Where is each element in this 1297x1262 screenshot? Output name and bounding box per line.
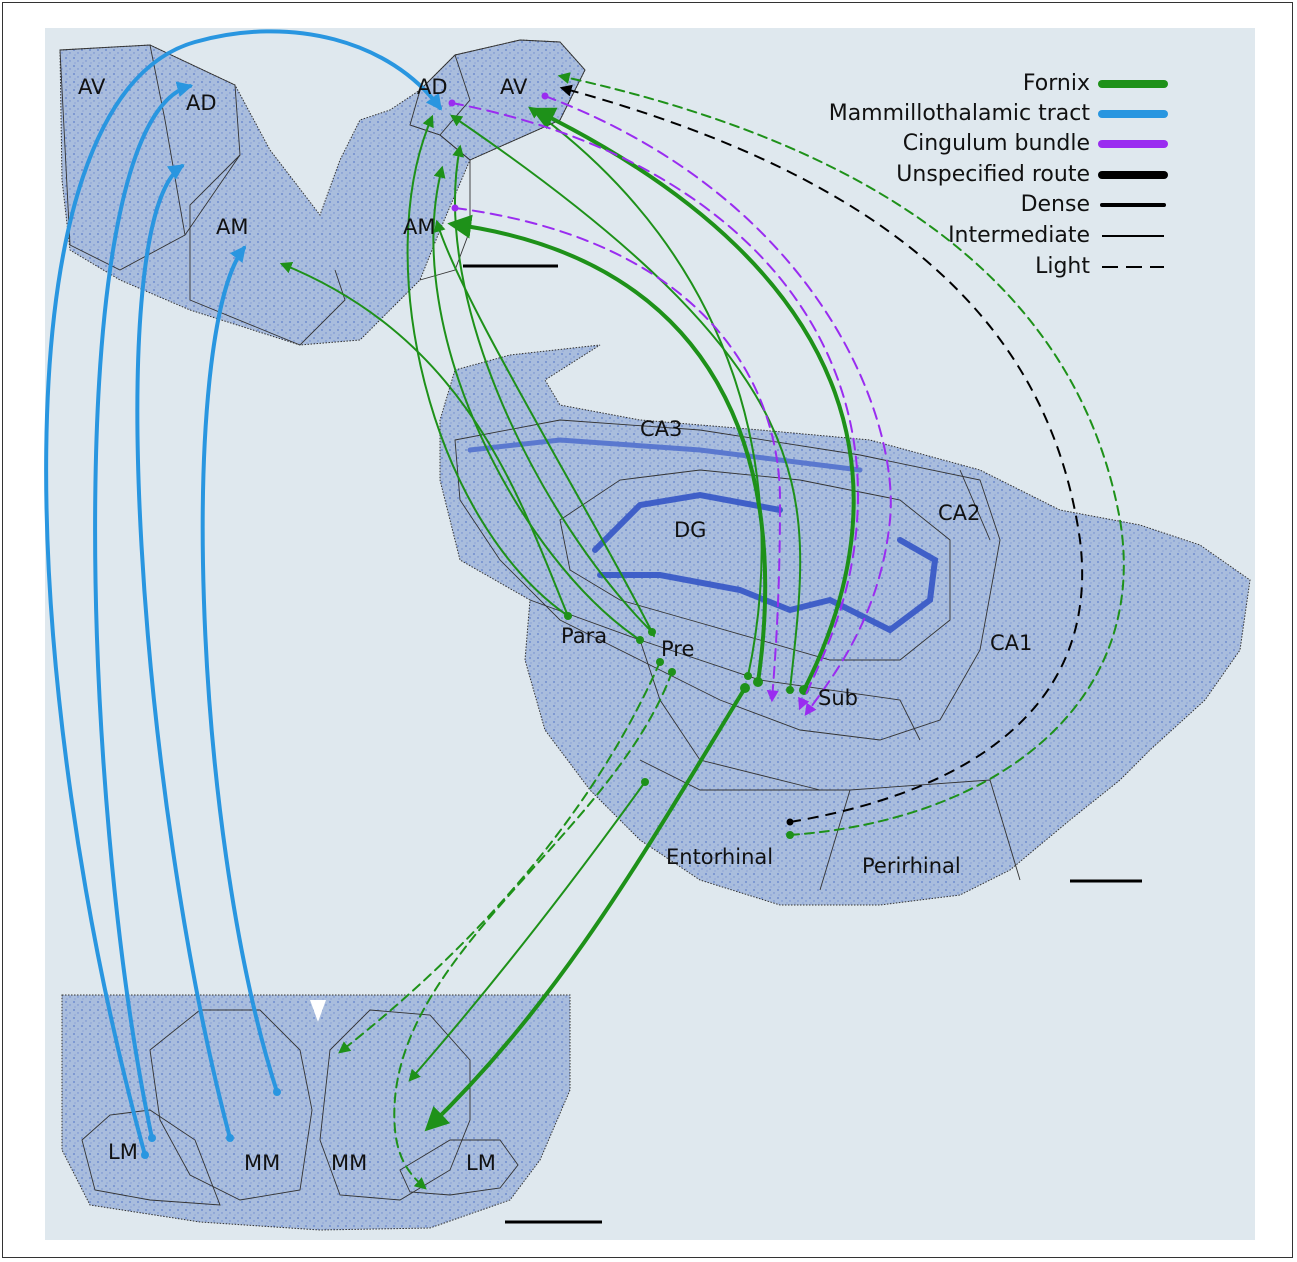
fornix-pre-to-am-right — [432, 165, 641, 641]
fornix-pre-to-av-right — [452, 144, 653, 633]
label-perirhinal: Perirhinal — [862, 854, 961, 878]
cingulum-origin-am — [451, 204, 459, 212]
fornix-entorhinal-to-mm — [408, 781, 646, 1082]
fornix-origin-entorhinal-2 — [786, 831, 794, 839]
legend-unspecified-label: Unspecified route — [896, 162, 1090, 187]
dg-boundary — [559, 469, 951, 661]
mammillothalamic-paths — [44, 29, 442, 1159]
mtt-origin-mm-1 — [226, 1134, 234, 1142]
mammillary-section — [61, 994, 571, 1231]
label-ca2: CA2 — [938, 501, 980, 525]
ca2-ca1-boundary — [959, 469, 991, 541]
mtt-mm-to-am-left — [200, 245, 279, 1094]
mm-right-boundary — [319, 1009, 471, 1201]
fornix-origin-sub-3 — [753, 677, 763, 687]
label-am-right: AM — [403, 215, 435, 239]
label-lm-left: LM — [108, 1140, 138, 1164]
legend-fornix-label: Fornix — [1023, 71, 1090, 96]
legend-intermediate-label: Intermediate — [948, 223, 1090, 248]
am-right-boundary — [409, 124, 471, 281]
fornix-sub-to-am-dense — [447, 214, 768, 684]
fornix-entorhinal-to-av-light — [557, 72, 1125, 836]
label-pre: Pre — [661, 637, 694, 661]
lm-right-boundary — [399, 1139, 519, 1196]
legend-light-label: Light — [1035, 254, 1090, 279]
legend-dense-label: Dense — [1021, 192, 1090, 217]
dg-granule-layer-lower — [597, 537, 939, 634]
ca-field-boundary — [454, 419, 1001, 741]
fornix-origin-pre-3 — [656, 658, 664, 666]
fornix-para-to-am-left — [279, 262, 569, 617]
dg-granule-layer-upper — [592, 491, 783, 553]
unspecified-origin — [786, 818, 794, 826]
ad-left-boundary — [149, 44, 241, 236]
cingulum-origin-av — [541, 92, 549, 100]
label-entorhinal: Entorhinal — [666, 845, 773, 869]
mammillary-tissue — [61, 994, 571, 1231]
ca3-pyramidal-layer — [467, 437, 863, 473]
perirhinal-boundary — [819, 789, 851, 891]
fornix-origin-pre-2 — [648, 628, 656, 636]
label-sub: Sub — [818, 686, 858, 710]
mtt-origin-lm-1 — [141, 1151, 149, 1159]
mtt-origin-mm-2 — [273, 1088, 281, 1096]
label-para: Para — [561, 624, 607, 648]
label-av-right: AV — [500, 75, 528, 99]
label-av-left: AV — [78, 75, 106, 99]
label-am-left: AM — [216, 215, 248, 239]
mtt-mm-to-av-left — [135, 164, 232, 1140]
label-mm-left: MM — [244, 1151, 280, 1175]
fornix-pre-to-lm-light — [393, 671, 673, 1190]
label-ca1: CA1 — [990, 631, 1032, 655]
midline-notch — [310, 1000, 326, 1022]
mm-left-boundary — [149, 1009, 313, 1201]
fornix-sub-to-av-right — [528, 106, 763, 677]
fornix-origin-sub-1 — [740, 683, 750, 693]
fornix-pre-to-am-right-2 — [433, 219, 655, 637]
region-labels: AV AD AM AD AV AM CA3 CA2 CA1 DG Para Pr… — [78, 75, 1032, 1175]
mtt-lm-to-ad-right — [44, 29, 442, 1157]
legend-cingulum-label: Cingulum bundle — [903, 131, 1090, 156]
label-ca3: CA3 — [640, 417, 682, 441]
label-ad-right: AD — [417, 75, 448, 99]
cingulum-ad-to-sub — [451, 102, 860, 711]
fornix-sub-to-ad-right — [450, 114, 802, 691]
label-lm-right: LM — [466, 1151, 496, 1175]
cingulum-paths — [448, 92, 892, 716]
fornix-origin-pre-1 — [636, 636, 644, 644]
cingulum-am-to-sub — [454, 207, 782, 703]
fornix-origin-pre-4 — [668, 668, 676, 676]
mtt-lm-to-ad-left — [93, 81, 194, 1140]
fornix-origin-sub-2 — [744, 672, 752, 680]
fornix-sub-to-av-dense — [530, 107, 856, 692]
fornix-pre-to-mm-light — [338, 661, 661, 1054]
hippocampus-tissue — [439, 344, 1251, 906]
cingulum-av-to-sub — [544, 95, 892, 716]
unspecified-entorhinal-to-av — [559, 84, 1084, 823]
legend-mammillothalamic-label: Mammillothalamic tract — [829, 101, 1091, 126]
unspecified-paths — [559, 84, 1084, 826]
label-ad-left: AD — [186, 91, 217, 115]
label-mm-right: MM — [331, 1151, 367, 1175]
lm-left-boundary — [81, 1109, 221, 1206]
legend: Fornix Mammillothalamic tract Cingulum b… — [829, 71, 1168, 279]
label-dg: DG — [674, 518, 706, 542]
fornix-origin-para — [564, 612, 572, 620]
fornix-para-to-ad-right — [406, 114, 569, 617]
fornix-sub-to-mm-dense — [424, 686, 747, 1132]
fornix-origin-entorhinal-1 — [641, 778, 649, 786]
mtt-origin-lm-2 — [148, 1134, 156, 1142]
cingulum-origin-ad — [448, 99, 456, 107]
pre-para-boundary — [639, 639, 821, 791]
fornix-origin-sub-4 — [786, 686, 794, 694]
